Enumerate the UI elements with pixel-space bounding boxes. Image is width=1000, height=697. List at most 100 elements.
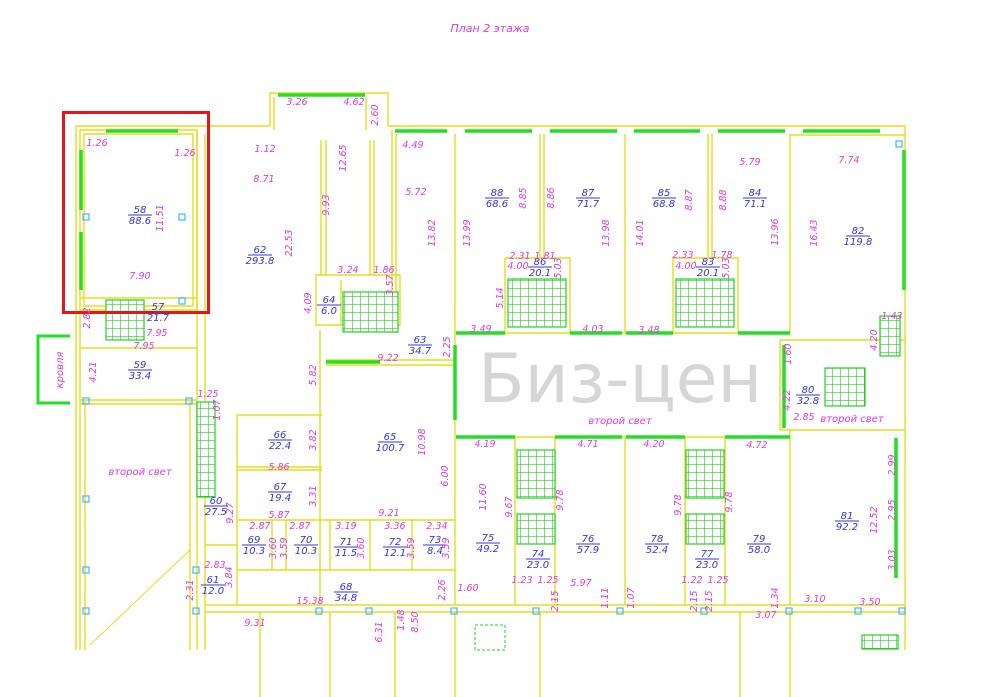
dimension-label: 4.21 xyxy=(88,361,99,382)
dimension-label: 4.49 xyxy=(402,140,423,151)
dimension-label: 5.03 xyxy=(553,257,564,278)
dimension-label: 1.26 xyxy=(86,138,107,149)
room-number: 62 xyxy=(254,245,267,256)
dimension-label: 3.03 xyxy=(887,549,898,570)
dimension-label: 1.11 xyxy=(600,587,611,608)
dimension-label: 3.57 xyxy=(385,274,396,295)
room-label[interactable]: 646.0 xyxy=(317,295,341,317)
room-area: 19.4 xyxy=(269,493,291,504)
dimension-label: 4.72 xyxy=(746,440,767,451)
dimension-label: 13.98 xyxy=(601,219,612,246)
room-area: 52.4 xyxy=(646,545,668,556)
dimension-label: 13.82 xyxy=(427,219,438,246)
watermark: Биз-цен xyxy=(478,340,762,419)
room-number: 59 xyxy=(134,360,147,371)
room-area: 8.4 xyxy=(427,546,443,557)
dimension-label: 9.22 xyxy=(377,353,398,364)
room-number: 66 xyxy=(274,430,287,441)
dimension-label: 4.22 xyxy=(782,389,793,410)
room-area: 23.0 xyxy=(696,560,718,571)
dimension-label: 2.95 xyxy=(887,499,898,520)
room-number: 72 xyxy=(389,537,402,548)
dimension-label: 2.31 xyxy=(185,579,196,600)
dimension-label: 3.60 xyxy=(356,537,367,558)
dimension-label: 1.60 xyxy=(783,343,794,364)
room-number: 73 xyxy=(429,535,442,546)
dimension-label: 1.25 xyxy=(707,575,728,586)
room-number: 74 xyxy=(532,549,545,560)
dimension-label: 12.65 xyxy=(338,144,349,171)
dimension-label: 13.99 xyxy=(462,219,473,246)
dimension-label: 9.93 xyxy=(321,194,332,215)
dimension-label: 4.19 xyxy=(474,439,495,450)
dimension-label: 1.07 xyxy=(212,399,223,420)
room-number: 57 xyxy=(152,302,165,313)
room-label[interactable]: 738.4 xyxy=(423,535,447,557)
dimension-label: 22.53 xyxy=(284,229,295,256)
room-area: 49.2 xyxy=(477,544,499,555)
room-area: 68.8 xyxy=(653,199,675,210)
second-light-note: второй свет xyxy=(820,414,885,425)
room-number: 86 xyxy=(534,257,547,268)
dimension-label: 2.60 xyxy=(370,104,381,125)
dimension-label: 9.67 xyxy=(504,496,515,517)
dimension-label: 1.23 xyxy=(511,575,532,586)
room-number: 75 xyxy=(482,533,495,544)
dimension-label: 8.50 xyxy=(410,611,421,632)
room-number: 82 xyxy=(852,226,865,237)
dimension-label: 1.43 xyxy=(881,311,902,322)
room-number: 77 xyxy=(701,549,714,560)
dimension-label: 3.59 xyxy=(279,537,290,558)
room-area: 21.7 xyxy=(147,313,170,324)
room-number: 65 xyxy=(384,432,397,443)
dimension-label: 4.62 xyxy=(343,97,364,108)
dimension-label: 9.27 xyxy=(225,502,236,523)
dimension-label: 2.15 xyxy=(550,590,561,611)
dimension-label: 3.36 xyxy=(384,521,405,532)
columns xyxy=(82,140,906,615)
dimension-label: 12.52 xyxy=(869,506,880,533)
dimension-label: 3.07 xyxy=(755,610,776,621)
dimension-label: 2.85 xyxy=(793,412,814,423)
room-number: 60 xyxy=(210,496,223,507)
dimension-label: 3.49 xyxy=(470,324,491,335)
room-number: 88 xyxy=(491,188,504,199)
dimension-label: 2.33 xyxy=(672,250,693,261)
dimension-label: 3.24 xyxy=(337,265,358,276)
dimension-label: 5.86 xyxy=(268,462,289,473)
room-area: 27.5 xyxy=(205,507,227,518)
highlight-frame-room-58[interactable] xyxy=(62,111,210,314)
room-area: 92.2 xyxy=(836,522,858,533)
dimension-label: 5.03 xyxy=(721,257,732,278)
